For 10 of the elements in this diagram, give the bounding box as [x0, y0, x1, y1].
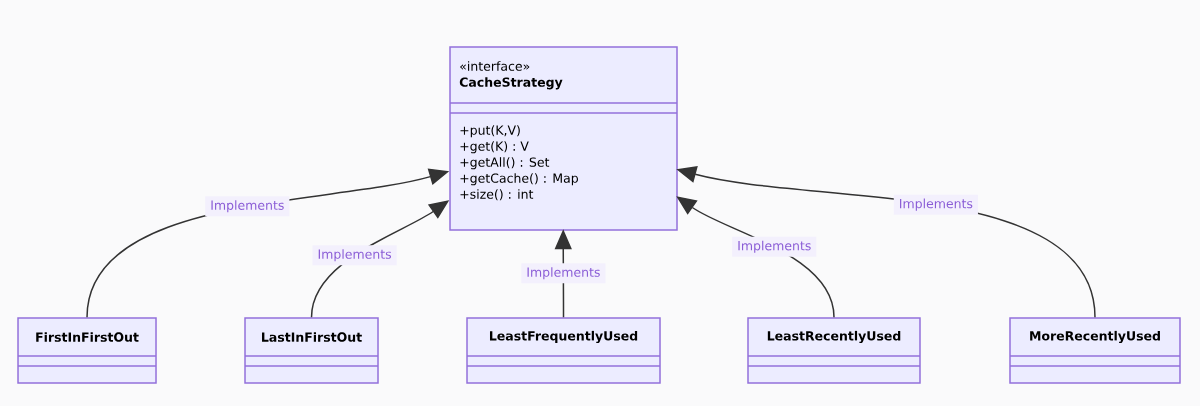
class-box: «interface» CacheStrategy +put(K,V) +get(K) : V +getAll() : Set +getCache() : Map +size() : int — [449, 46, 678, 231]
edge-label: Implements — [521, 263, 606, 284]
class-box: LeastRecentlyUsed — [747, 317, 921, 384]
class-box: LastInFirstOut — [244, 317, 379, 384]
edge-label: Implements — [732, 236, 817, 257]
class-box: MoreRecentlyUsed — [1009, 317, 1181, 384]
edge-label: Implements — [205, 196, 290, 217]
edge-label: Implements — [312, 245, 397, 266]
class-box: FirstInFirstOut — [17, 317, 157, 384]
class-box: LeastFrequentlyUsed — [466, 317, 661, 384]
